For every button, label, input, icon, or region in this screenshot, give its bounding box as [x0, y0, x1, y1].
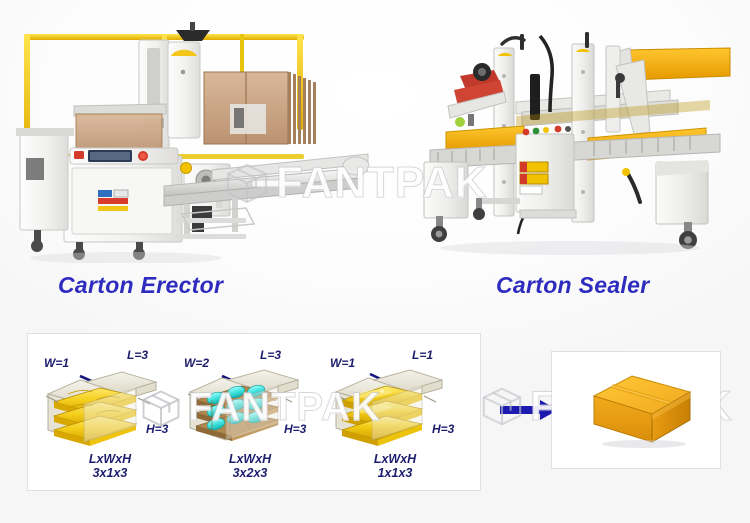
height-label: H=3	[432, 422, 455, 436]
length-label: L=3	[260, 348, 282, 362]
open-carton-1x1x3-icon	[333, 369, 444, 446]
width-label: W=1	[330, 356, 356, 370]
height-label: H=3	[284, 422, 307, 436]
spec-value: 3x2x3	[232, 466, 268, 480]
carton-erector-illustration	[16, 22, 370, 264]
spec-title: LxWxH	[88, 452, 132, 466]
right-arrow-icon	[500, 400, 558, 420]
packing-diagram-1: W=1 L=3 H=3	[34, 334, 186, 490]
packing-pattern-panel: W=1 L=3 H=3	[28, 334, 480, 490]
packing-diagram-2: W=2 L=3 H=3	[180, 334, 320, 490]
spec-value: 3x1x3	[92, 466, 128, 480]
sealed-carton-icon	[592, 375, 692, 448]
length-label: L=1	[412, 348, 434, 362]
open-carton-3x1x3-icon	[45, 371, 158, 446]
carton-erector-machine	[16, 18, 376, 268]
spec-title: LxWxH	[373, 452, 417, 466]
carton-sealer-machine	[420, 22, 740, 267]
width-label: W=1	[44, 356, 70, 370]
carton-sealer-illustration	[423, 32, 731, 255]
caption-carton-sealer: Carton Sealer	[496, 272, 650, 298]
length-label: L=3	[127, 348, 149, 362]
spec-title: LxWxH	[228, 452, 272, 466]
packing-diagram-3: W=1 L=1 H=3	[320, 334, 470, 490]
open-carton-3x2x3-icon	[187, 369, 300, 441]
caption-carton-erector: Carton Erector	[58, 272, 224, 298]
width-label: W=2	[184, 356, 210, 370]
spec-value: 1x1x3	[377, 466, 413, 480]
